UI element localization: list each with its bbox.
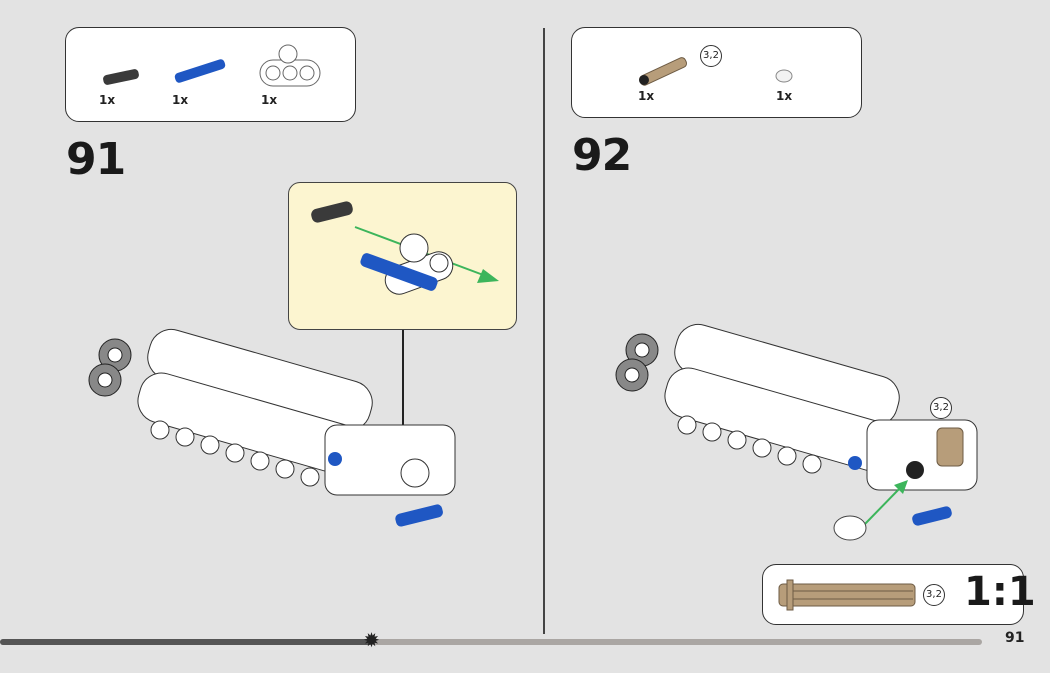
tan-axle-part (639, 57, 688, 86)
tan-axle-1to1 (778, 579, 916, 611)
length-badge: 3,2 (700, 45, 722, 67)
model-step-92 (615, 323, 978, 541)
part-qty: 1x (638, 89, 655, 103)
progress-fill (0, 639, 374, 645)
round-tile-part (775, 69, 793, 83)
page-divider (543, 28, 545, 634)
parts-box-step-91: 1x 1x 1x (65, 27, 356, 122)
sub-assembly-callout (288, 182, 517, 330)
progress-track (0, 639, 982, 645)
scale-ratio: 1:1 (964, 569, 1036, 615)
blue-axle-pin-part (174, 59, 226, 83)
part-qty: 1x (261, 93, 278, 107)
part-qty: 1x (99, 93, 116, 107)
parts-box-step-92: 3,2 1x 1x (571, 27, 862, 118)
progress-marker-icon: ✹ (363, 628, 380, 652)
sub-assembly-illustration (311, 201, 499, 295)
length-badge: 3,2 (923, 584, 945, 606)
step-number-91: 91 (66, 134, 126, 185)
page-number: 91 (1005, 630, 1025, 646)
scale-box: 3,2 1:1 (762, 564, 1036, 625)
black-pin-part (103, 69, 139, 85)
model-step-91 (88, 328, 456, 527)
part-qty: 1x (776, 89, 793, 103)
white-beam-part (259, 44, 321, 87)
part-qty: 1x (172, 93, 189, 107)
length-badge: 3,2 (930, 397, 952, 419)
step-number-92: 92 (572, 130, 632, 181)
